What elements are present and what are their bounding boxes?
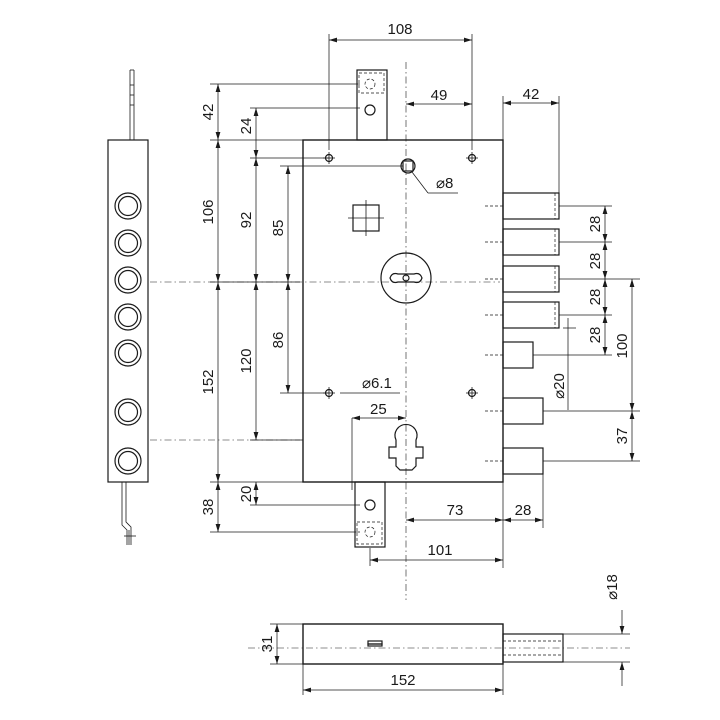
bolt (502, 301, 560, 329)
bottom-link-hole (364, 499, 376, 511)
faceplate-body (107, 139, 149, 483)
dim-24: 24 (238, 118, 255, 135)
bolt (502, 397, 544, 425)
dim-diameter-6-1: ⌀6.1 (362, 375, 392, 392)
bolt (502, 228, 560, 256)
dim-diameter-8: ⌀8 (436, 175, 453, 192)
dim-37: 37 (614, 428, 631, 445)
dim-28-d: 28 (587, 327, 604, 344)
dim-28-a: 28 (587, 216, 604, 233)
bolt-hole-outer (114, 339, 142, 367)
bolt-hole-outer (114, 398, 142, 426)
bolt-hole-outer (114, 229, 142, 257)
bolt-hole-outer (114, 266, 142, 294)
bolts (485, 192, 560, 475)
dim-120: 120 (238, 348, 255, 373)
dim-25: 25 (370, 401, 387, 418)
dim-42-top-right: 42 (523, 86, 540, 103)
dim-101: 101 (427, 542, 452, 559)
dim-108: 108 (387, 21, 412, 38)
lock-side-view (302, 623, 564, 665)
dim-31: 31 (259, 636, 276, 653)
rotor-slot (389, 272, 423, 284)
dim-28-bottom: 28 (515, 502, 532, 519)
faceplate-bolt-holes (114, 192, 142, 475)
bolt (502, 447, 544, 475)
dim-73: 73 (447, 502, 464, 519)
dim-85: 85 (270, 220, 287, 237)
dimension-labels: 108 49 42 42 24 106 92 85 152 120 86 38 … (200, 21, 631, 689)
dimension-lines (210, 34, 640, 695)
dim-28-b: 28 (587, 253, 604, 270)
faceplate-side-view (107, 69, 149, 545)
bottom-rod (121, 482, 132, 545)
dim-86: 86 (270, 332, 287, 349)
dim-152-bottom: 152 (390, 672, 415, 689)
dim-diameter-20: ⌀20 (551, 373, 568, 399)
side-case (302, 623, 504, 665)
dim-100: 100 (614, 333, 631, 358)
dim-49: 49 (431, 87, 448, 104)
side-bolt (502, 633, 564, 663)
dim-38: 38 (200, 499, 217, 516)
dim-20: 20 (238, 486, 255, 503)
dim-42-top-left: 42 (200, 104, 217, 121)
bolt (502, 192, 560, 220)
lock-body-front-view (302, 69, 504, 548)
top-rod-link (356, 69, 388, 141)
top-link-hole (364, 104, 376, 116)
dim-152-left: 152 (200, 369, 217, 394)
dim-28-c: 28 (587, 289, 604, 306)
bolt-hole-outer (114, 447, 142, 475)
cylinder-rotor (380, 252, 432, 304)
lock-case (302, 139, 504, 483)
bolt-hole-outer (114, 303, 142, 331)
center-lines (150, 62, 630, 649)
dim-106: 106 (200, 199, 217, 224)
euro-keyhole (388, 423, 424, 471)
bolt-hole-outer (114, 192, 142, 220)
dim-92: 92 (238, 212, 255, 229)
bottom-rod-link (354, 481, 386, 548)
bolt (502, 265, 560, 293)
latch-bolt (502, 341, 534, 369)
dim-diameter-18: ⌀18 (604, 574, 621, 600)
